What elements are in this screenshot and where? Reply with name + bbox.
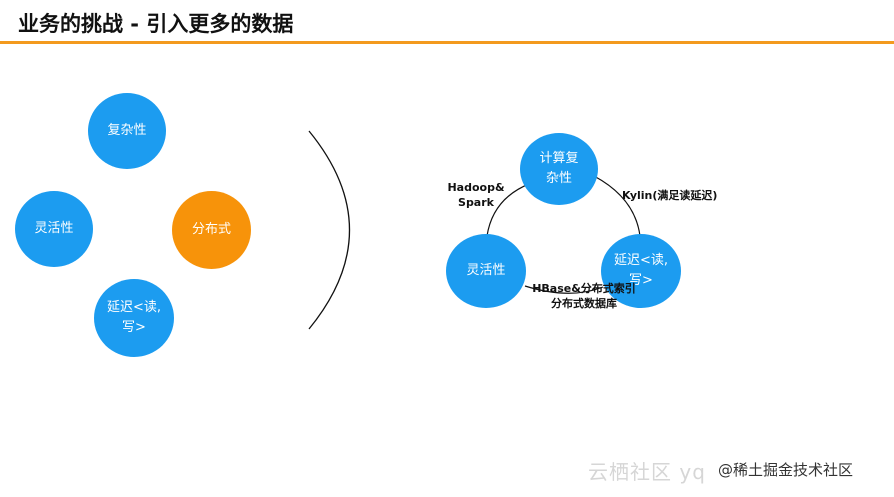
complexity-node: 复杂性 bbox=[88, 93, 166, 169]
right-flexibility-node: 灵活性 bbox=[446, 234, 526, 308]
cycle-arc-top-right bbox=[593, 175, 641, 237]
distributed-node: 分布式 bbox=[172, 191, 251, 269]
hadoop-spark-label: Hadoop& Spark bbox=[447, 181, 505, 209]
compute-complexity-label: 计算复 杂性 bbox=[539, 151, 579, 186]
flexibility-label: 灵活性 bbox=[34, 221, 74, 236]
latency-label: 延迟<读, 写> bbox=[106, 300, 162, 335]
cycle-arc-bottom bbox=[524, 285, 604, 294]
flexibility-node: 灵活性 bbox=[15, 191, 93, 267]
right-flexibility-label: 灵活性 bbox=[466, 263, 506, 278]
compute-complexity-node: 计算复 杂性 bbox=[520, 133, 598, 205]
watermark: 云栖社区 yq bbox=[588, 460, 706, 484]
complexity-label: 复杂性 bbox=[107, 123, 147, 138]
credit-text: @稀土掘金技术社区 bbox=[718, 461, 854, 479]
title-divider bbox=[0, 41, 894, 44]
latency-node: 延迟<读, 写> bbox=[94, 279, 174, 357]
hbase-label: HBase&分布式索引 分布式数据库 bbox=[532, 282, 636, 310]
kylin-label: Kylin(满足读延迟) bbox=[622, 189, 718, 202]
right-latency-node: 延迟<读, 写> bbox=[601, 234, 681, 308]
distributed-label: 分布式 bbox=[191, 222, 231, 237]
right-latency-label: 延迟<读, 写> bbox=[613, 253, 669, 288]
separator-arc bbox=[308, 130, 351, 330]
page-title: 业务的挑战 - 引入更多的数据 bbox=[18, 12, 294, 36]
